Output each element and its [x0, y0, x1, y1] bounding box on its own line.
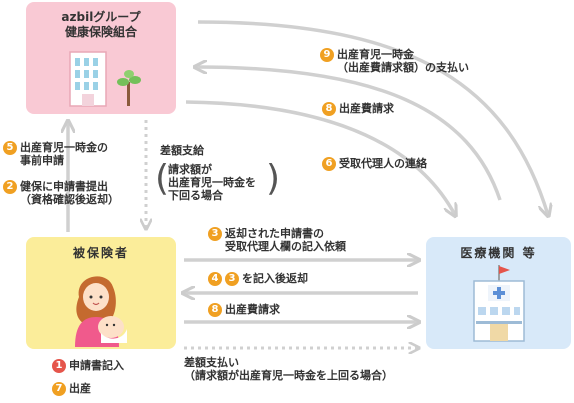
diff-pay-label: 差額支給 — [160, 144, 204, 157]
hospital-icon — [473, 265, 525, 342]
badge-3: 3 — [208, 227, 222, 241]
badge-9: 9 — [320, 48, 334, 62]
node-patient-title: 被保険者 — [72, 246, 129, 260]
paren-open: ( — [155, 158, 170, 199]
arrow-step8-top — [196, 67, 502, 201]
arrow-step9 — [197, 20, 548, 215]
badge-1: 1 — [52, 359, 66, 373]
step2-text: 健保に申請書提出 （資格確認後返却） — [20, 180, 119, 206]
badge-8-top: 8 — [322, 102, 336, 116]
step9-text: 出産育児一時金 （出産費請求額）の支払い — [337, 48, 469, 74]
step7-text: 出産 — [69, 382, 91, 395]
badge-8-mid: 8 — [208, 303, 222, 317]
badge-4: 4 — [208, 272, 222, 286]
badge-3-ref: 3 — [225, 272, 239, 286]
step8-mid-text: 出産費請求 — [225, 303, 280, 316]
node-union: azbilグループ 健康保険組合 — [26, 2, 176, 114]
node-patient: 被保険者 — [26, 237, 176, 349]
badge-5: 5 — [3, 141, 17, 155]
node-hospital-title: 医療機関 等 — [460, 246, 537, 260]
step1-text: 申請書記入 — [69, 359, 124, 372]
step8-top-text: 出産費請求 — [339, 102, 394, 115]
step3-text: 返却された申請書の 受取代理人欄の記入依頼 — [225, 227, 346, 253]
diff-patient-label: 差額支払い （請求額が出産育児一時金を上回る場合） — [184, 356, 393, 382]
building-icon — [69, 51, 107, 107]
badge-6: 6 — [322, 157, 336, 171]
mother-baby-icon — [75, 276, 127, 347]
node-union-title: azbilグループ 健康保険組合 — [61, 10, 141, 39]
step4-text: を記入後返却 — [242, 272, 308, 285]
arrow-step6 — [185, 100, 455, 215]
badge-7: 7 — [52, 382, 66, 396]
step6-text: 受取代理人の連絡 — [339, 157, 427, 170]
plant-icon — [117, 70, 141, 106]
step5-text: 出産育児一時金の 事前申請 — [20, 141, 108, 167]
badge-2: 2 — [3, 180, 17, 194]
node-hospital: 医療機関 等 — [426, 237, 571, 349]
paren-close: ) — [266, 158, 281, 199]
diff-pay-condition: 請求額が 出産育児一時金を 下回る場合 — [168, 163, 256, 202]
